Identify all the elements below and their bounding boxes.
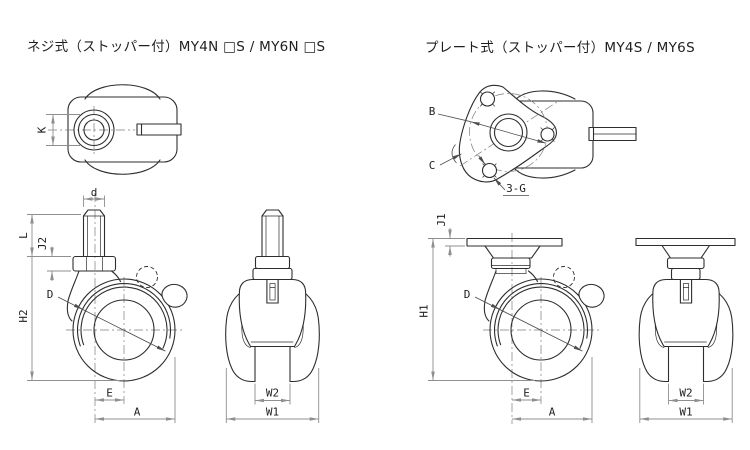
hub-outer-circle xyxy=(73,109,115,151)
leader-B xyxy=(437,113,471,123)
right-top-view: B C 3-G xyxy=(429,84,637,196)
bolt-hole-right xyxy=(540,127,555,142)
swivel-neck xyxy=(495,268,527,274)
dim-line-B xyxy=(470,121,547,144)
right-front-view: J1 H1 D E A xyxy=(418,213,605,424)
left-top-view: K xyxy=(36,84,182,175)
mount-nut xyxy=(72,255,117,272)
dim-label-b: B xyxy=(429,105,436,118)
left-front-view: d L J2 H2 D E A xyxy=(17,186,188,424)
dim-label-h1: H1 xyxy=(418,304,431,317)
dim-label-a: A xyxy=(134,406,141,419)
dim-label-d-diameter: D xyxy=(47,288,54,301)
dim-label-e: E xyxy=(106,387,113,400)
hub-middle-circle xyxy=(77,113,111,147)
left-section-title: ネジ式（ストッパー付）MY4N □S / MY6N □S xyxy=(27,39,325,55)
c-arc xyxy=(451,144,457,164)
dim-label-h2: H2 xyxy=(17,309,30,322)
dim-label-3g: 3-G xyxy=(506,182,526,195)
dim-arrow-3G xyxy=(478,155,486,165)
dim-label-e: E xyxy=(523,387,530,400)
wheel-top-arc xyxy=(513,90,576,102)
dim-label-w1: W1 xyxy=(266,406,279,419)
swivel-cone xyxy=(484,245,541,259)
dim-label-l: L xyxy=(17,232,30,239)
leader-3G xyxy=(493,177,506,191)
bolt-hole-bottom xyxy=(481,162,498,179)
left-side-view: W2 W1 xyxy=(225,209,320,423)
wheel-top-arc xyxy=(84,84,161,100)
right-side-view: W2 W1 xyxy=(635,237,736,423)
dim-arrow-D xyxy=(490,303,500,310)
dim-label-w2: W2 xyxy=(266,387,279,400)
dim-label-j1: J1 xyxy=(435,213,448,226)
dim-label-k: K xyxy=(36,126,49,133)
leader-C xyxy=(439,153,462,166)
bolt-hole-top xyxy=(479,91,496,107)
wheel-bottom-arc xyxy=(513,167,576,179)
wheel-bottom-arc xyxy=(84,159,161,175)
hub-inner-circle xyxy=(83,119,105,141)
dim-label-w1: W1 xyxy=(679,406,692,419)
right-section-title: プレート式（ストッパー付）MY4S / MY6S xyxy=(425,40,695,56)
dim-label-d-diameter: D xyxy=(464,288,471,301)
dim-label-d: d xyxy=(91,186,98,199)
stopper-lever-top xyxy=(136,123,182,136)
dim-label-c: C xyxy=(429,159,436,172)
dim-label-a: A xyxy=(549,406,556,419)
dim-label-w2: W2 xyxy=(679,387,692,400)
threaded-stem-side xyxy=(261,209,284,258)
threaded-stem xyxy=(82,209,106,258)
dim-label-j2: J2 xyxy=(36,237,49,250)
dim-arrow-D xyxy=(73,303,83,310)
